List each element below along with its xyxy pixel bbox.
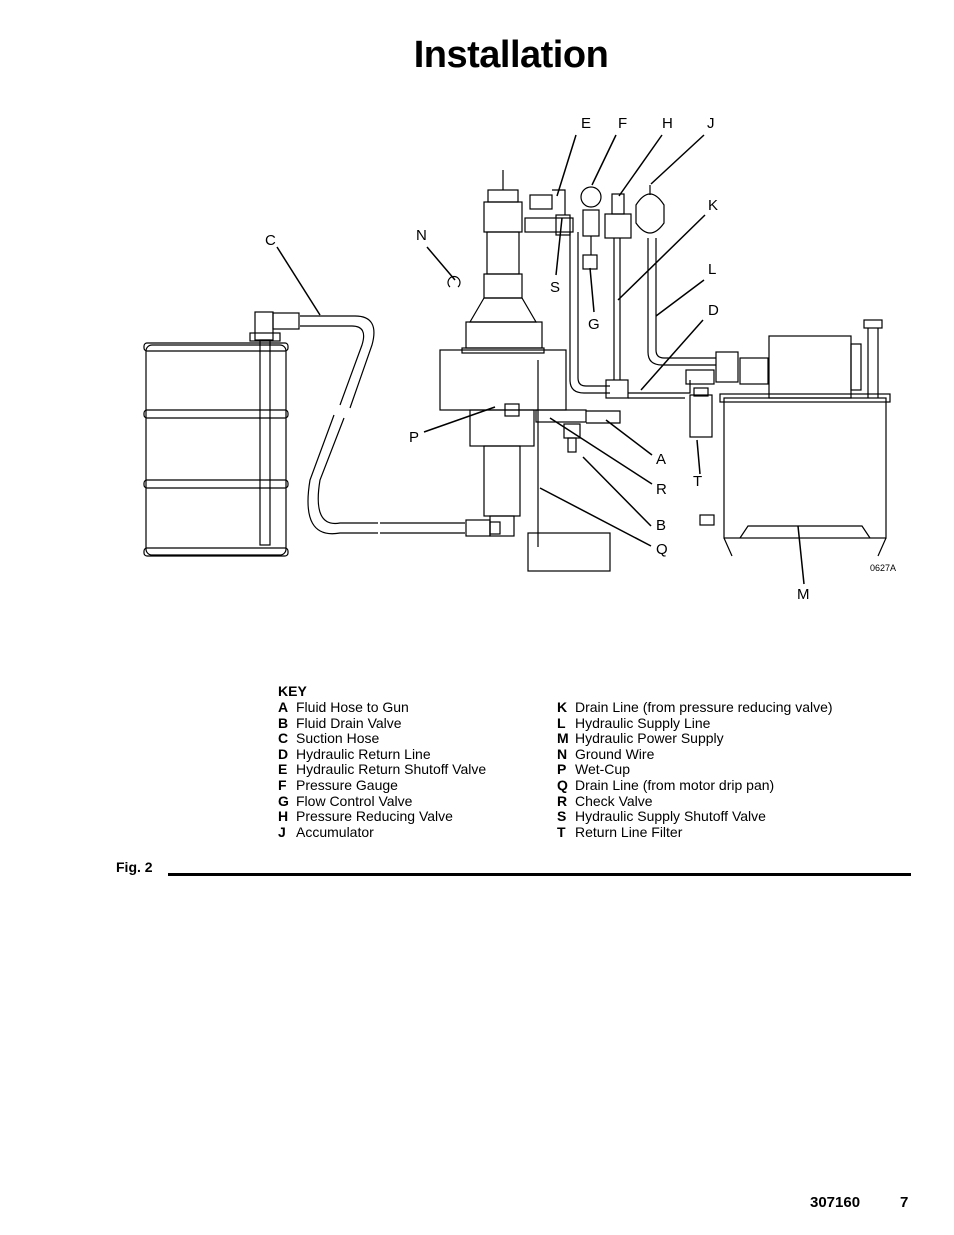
key-letter: J xyxy=(278,823,286,840)
hydraulic-lines xyxy=(569,232,716,438)
key-letter: D xyxy=(278,745,289,762)
key-letter: P xyxy=(557,761,567,778)
drum xyxy=(143,311,289,557)
key-letter: E xyxy=(278,761,288,778)
svg-text:B: B xyxy=(656,517,666,534)
key-letter: H xyxy=(278,808,289,825)
svg-text:H: H xyxy=(662,115,673,132)
key-letter: F xyxy=(278,776,287,793)
callout-labels: E F H J K L D C N S G P A R B Q T M xyxy=(265,115,810,603)
power-supply xyxy=(699,319,891,557)
svg-text:A: A xyxy=(656,451,666,468)
svg-text:L: L xyxy=(708,261,716,278)
svg-text:N: N xyxy=(416,227,427,244)
page-title: Installation xyxy=(413,34,609,76)
svg-text:C: C xyxy=(265,232,276,249)
key-letter: Q xyxy=(557,776,568,793)
key-letter: M xyxy=(557,730,569,747)
key-letter: R xyxy=(557,792,568,809)
key-letter: K xyxy=(557,699,568,715)
key-letter: G xyxy=(278,792,289,809)
svg-text:T: T xyxy=(693,473,702,490)
svg-text:E: E xyxy=(581,115,591,132)
svg-text:D: D xyxy=(708,302,719,319)
svg-text:S: S xyxy=(550,279,560,296)
page-number: 7 xyxy=(900,1194,909,1211)
leader-lines xyxy=(276,134,805,585)
svg-text:K: K xyxy=(708,197,718,214)
svg-text:J: J xyxy=(707,115,715,132)
hydraulic-valves xyxy=(524,185,665,270)
svg-text:R: R xyxy=(656,481,667,498)
key-title: KEY xyxy=(278,683,307,699)
key-letter: L xyxy=(557,714,566,731)
figure-label: Fig. 2 xyxy=(116,859,153,875)
figure-rule xyxy=(168,873,911,876)
svg-text:M: M xyxy=(797,586,810,603)
key-letter: A xyxy=(278,699,289,715)
svg-text:F: F xyxy=(618,115,627,132)
key-letter: N xyxy=(557,745,568,762)
drawing-code: 0627A xyxy=(870,563,896,573)
key-letter: S xyxy=(557,808,567,825)
key-letter: B xyxy=(278,714,289,731)
document-number: 307160 xyxy=(810,1194,861,1211)
svg-text:Q: Q xyxy=(656,541,668,558)
installation-diagram: E F H J K L D C N S G P A R B Q T M 0627… xyxy=(143,115,896,603)
svg-text:P: P xyxy=(409,429,419,446)
svg-text:G: G xyxy=(588,316,600,333)
pump xyxy=(439,170,621,572)
key-letter: T xyxy=(557,823,566,840)
key-letter: C xyxy=(278,730,289,747)
